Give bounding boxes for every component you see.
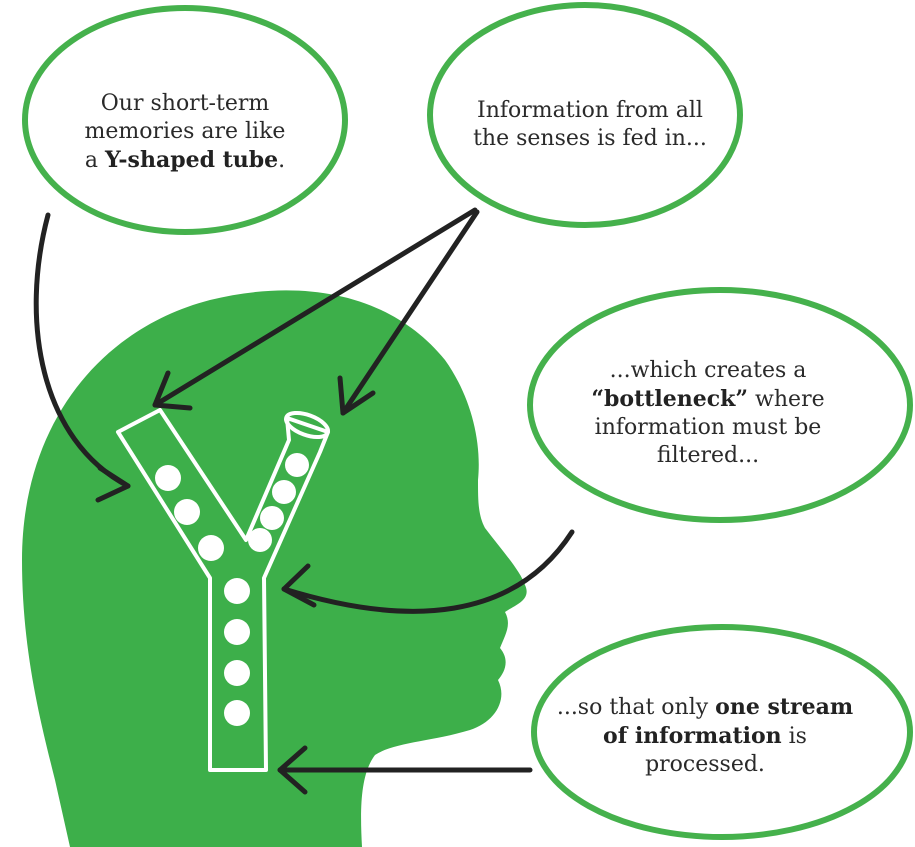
- bubble-senses-line2: the senses is fed in...: [473, 126, 707, 151]
- arrow-senses-to-left-branch: [152, 207, 478, 408]
- bubble-bottleneck-line2: “bottleneck” where: [558, 385, 858, 414]
- bubble-outline-senses: [427, 2, 743, 228]
- arrowhead-short-term: [95, 465, 131, 503]
- bubble-short-term-line1: Our short-term: [100, 91, 270, 116]
- information-ball-icon: [174, 499, 200, 525]
- arrow-bottleneck: [281, 529, 575, 614]
- arrowhead-right-branch: [337, 375, 376, 416]
- bubble-bottleneck-line1: ...which creates a: [609, 358, 807, 383]
- arrowhead-left-branch: [152, 370, 193, 411]
- information-ball-icon: [285, 453, 309, 477]
- bubble-one-stream-bold2: of information: [603, 723, 782, 749]
- arrow-senses-to-right-branch: [340, 209, 480, 416]
- information-ball-icon: [224, 700, 250, 726]
- information-ball-icon: [224, 660, 250, 686]
- information-ball-icon: [248, 528, 272, 552]
- bubble-one-stream-bold1: one stream: [715, 694, 854, 720]
- bubble-one-stream-line2: of information is: [525, 722, 885, 751]
- bubble-one-stream-prefix: ...so that only: [556, 695, 716, 720]
- bubble-bottleneck-suffix: where: [748, 387, 825, 412]
- bubble-short-term-line3: a Y-shaped tube.: [60, 146, 310, 175]
- head-silhouette-icon: [22, 290, 527, 847]
- bubble-outline-short-term: [22, 5, 348, 235]
- arrow-short-term-to-tube: [33, 212, 131, 489]
- bubble-short-term: Our short-term memories are like a Y-sha…: [60, 90, 310, 175]
- bubble-outline-one-stream: [531, 624, 913, 840]
- arrowhead-one-stream: [277, 745, 308, 795]
- bubble-short-term-prefix: a: [84, 148, 105, 173]
- arrowhead-bottleneck: [281, 563, 317, 608]
- bubble-one-stream-line1: ...so that only one stream: [525, 693, 885, 722]
- information-ball-icon: [260, 506, 284, 530]
- bubble-bottleneck: ...which creates a “bottleneck” where in…: [558, 357, 858, 470]
- y-tube-icon: [116, 408, 330, 772]
- bubble-short-term-bold: Y-shaped tube: [104, 147, 279, 173]
- information-ball-icon: [155, 465, 181, 491]
- information-ball-icon: [198, 535, 224, 561]
- information-ball-icon: [272, 480, 296, 504]
- bubble-outline-bottleneck: [527, 287, 913, 523]
- information-ball-icon: [224, 619, 250, 645]
- information-balls: [155, 453, 309, 726]
- bubble-senses-line1: Information from all: [477, 98, 703, 123]
- information-ball-icon: [224, 578, 250, 604]
- bubble-senses: Information from all the senses is fed i…: [465, 97, 715, 153]
- bubble-bottleneck-line4: filtered...: [656, 443, 760, 468]
- bubble-short-term-line2: memories are like: [84, 119, 286, 144]
- bubble-one-stream-suffix: is: [781, 724, 807, 749]
- bubble-short-term-suffix: .: [278, 148, 286, 173]
- bubble-bottleneck-bold: “bottleneck”: [591, 386, 749, 412]
- bubble-one-stream-line3: processed.: [645, 752, 765, 777]
- bubble-bottleneck-line3: information must be: [594, 415, 822, 440]
- bubble-one-stream: ...so that only one stream of informatio…: [525, 693, 885, 779]
